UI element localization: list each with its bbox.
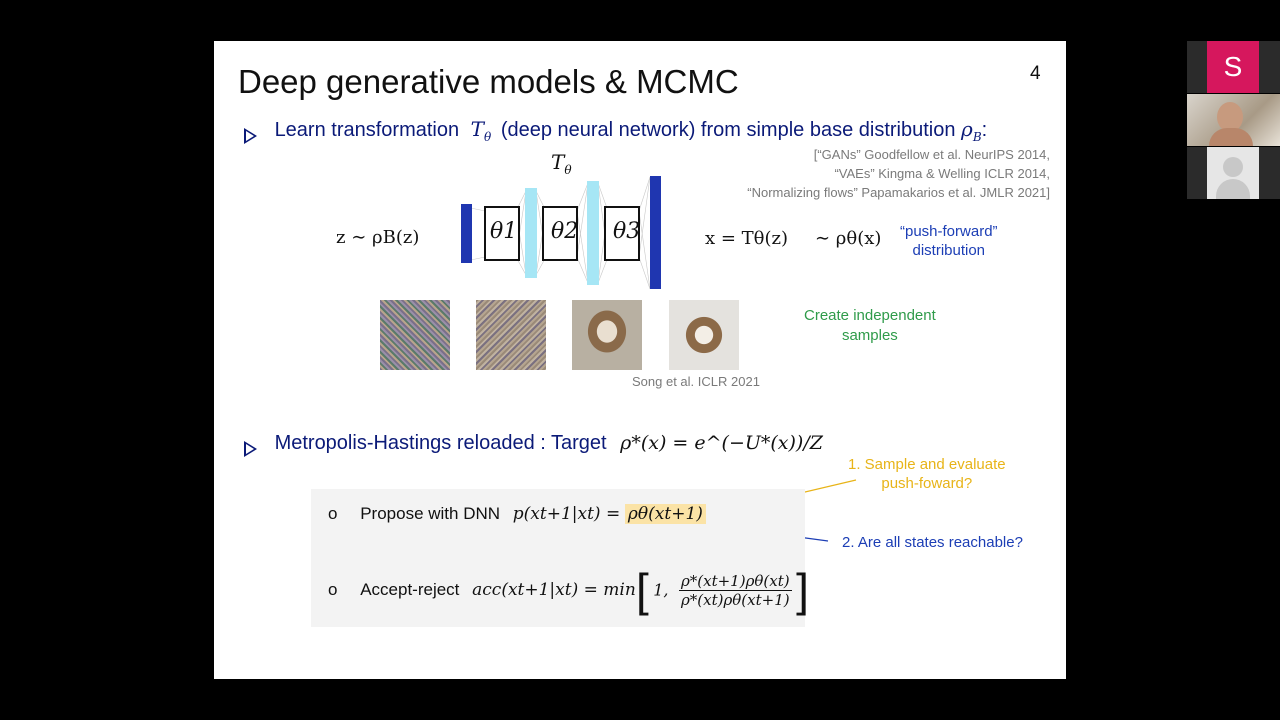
bullet-1-B: B xyxy=(972,130,982,144)
bracket-right-icon: ] xyxy=(796,564,809,616)
push-forward-line1: “push-forward” xyxy=(900,223,998,240)
item-2-math: acc(xt+1|xt) = min xyxy=(472,580,636,600)
push-forward-note: “push-forward” distribution xyxy=(900,222,998,260)
user-head-icon xyxy=(1223,157,1243,177)
fraction: ρ*(xt+1)ρθ(xt) ρ*(xt)ρθ(xt+1) xyxy=(678,571,792,609)
bullet-1-rho: ρ xyxy=(961,117,973,141)
noisy-dog-image xyxy=(476,300,546,370)
reference-line: “VAEs” Kingma & Welling ICLR 2014, xyxy=(834,166,1050,181)
item-2: o Accept-reject acc(xt+1|xt) = min xyxy=(328,580,636,600)
input-layer xyxy=(461,204,472,263)
reference-line: [“GANs” Goodfellow et al. NeurIPS 2014, xyxy=(813,147,1050,162)
participant-tile[interactable] xyxy=(1187,147,1280,199)
x-expression: x = Tθ(z) xyxy=(705,228,789,249)
bullet-2: Metropolis-Hastings reloaded : Target ρ*… xyxy=(244,432,823,457)
participant-face-icon xyxy=(1217,102,1243,132)
independent-line2: samples xyxy=(841,327,898,344)
item-1-bullet: o xyxy=(328,504,338,523)
song-reference: Song et al. ICLR 2021 xyxy=(632,374,760,389)
slide-title: Deep generative models & MCMC xyxy=(238,63,739,100)
slide: Deep generative models & MCMC 4 Learn tr… xyxy=(214,41,1066,679)
fraction-numerator: ρ*(xt+1)ρθ(xt) xyxy=(678,571,792,591)
rho-expression: ∼ ρθ(x) xyxy=(815,228,882,249)
layer-theta2: θ2 xyxy=(551,219,579,244)
item-2-one: 1, xyxy=(653,580,669,600)
reachable-note: 2. Are all states reachable? xyxy=(842,534,1023,551)
bullet-1: Learn transformation Tθ (deep neural net… xyxy=(244,117,987,144)
mh-steps-box: o Propose with DNN p(xt+1|xt) = ρθ(xt+1)… xyxy=(311,489,809,627)
participant-video-tile[interactable] xyxy=(1187,94,1280,146)
noise-sample-image xyxy=(380,300,450,370)
item-1-label: Propose with DNN xyxy=(360,504,501,523)
presenter-tile[interactable]: S xyxy=(1187,41,1280,93)
bullet-1-colon: : xyxy=(981,119,988,141)
bracket-left-icon: [ xyxy=(636,564,649,616)
reference-line: “Normalizing flows” Papamakarios et al. … xyxy=(747,185,1050,200)
independent-line1: Create independent xyxy=(804,307,936,324)
item-2-bracket-expr: [ 1, ρ*(xt+1)ρθ(xt) ρ*(xt)ρθ(xt+1) ] xyxy=(636,567,809,613)
user-body-icon xyxy=(1216,179,1250,199)
item-1: o Propose with DNN p(xt+1|xt) = ρθ(xt+1) xyxy=(328,504,706,524)
theta3-block xyxy=(604,206,640,261)
layer-theta1: θ1 xyxy=(490,219,518,244)
bullet-1-theta: θ xyxy=(484,130,492,144)
presenter-avatar: S xyxy=(1207,41,1259,93)
item-1-math: p(xt+1|xt) = xyxy=(512,504,621,524)
latent-layer-2 xyxy=(587,181,599,285)
bullet-2-text: Metropolis-Hastings reloaded : Target xyxy=(274,432,607,454)
item-2-label: Accept-reject xyxy=(360,580,460,599)
bullet-1-T: T xyxy=(470,117,485,141)
latent-layer-1 xyxy=(525,188,537,278)
dog-partial-image xyxy=(572,300,642,370)
bullet-1-rest: (deep neural network) from simple base d… xyxy=(500,119,956,141)
references: [“GANs” Goodfellow et al. NeurIPS 2014, … xyxy=(747,145,1050,202)
layer-theta3: θ3 xyxy=(613,219,641,244)
network-diagram xyxy=(461,176,661,290)
network-label-theta: θ xyxy=(564,163,572,177)
note1-line2: push-foward? xyxy=(881,475,973,492)
note1-line1: 1. Sample and evaluate xyxy=(848,456,1006,473)
item-2-bullet: o xyxy=(328,580,338,599)
fraction-denominator: ρ*(xt)ρθ(xt+1) xyxy=(680,590,790,609)
network-label: Tθ xyxy=(551,150,572,177)
bullet-1-text: Learn transformation xyxy=(274,119,460,141)
output-layer xyxy=(650,176,661,289)
participant-avatar xyxy=(1207,147,1259,199)
participant-body-icon xyxy=(1209,128,1253,146)
theta1-block xyxy=(484,206,520,261)
sample-evaluate-note: 1. Sample and evaluate push-foward? xyxy=(848,455,1006,493)
network-label-T: T xyxy=(551,150,565,174)
theta2-block xyxy=(542,206,578,261)
push-forward-line2: distribution xyxy=(912,242,986,259)
independent-samples-note: Create independent samples xyxy=(804,306,936,346)
z-expression: z ∼ ρB(z) xyxy=(336,227,420,248)
page-number: 4 xyxy=(1030,63,1041,84)
item-1-highlight: ρθ(xt+1) xyxy=(624,504,706,524)
bullet-2-math: ρ*(x) = e^(−U*(x))/Z xyxy=(620,432,823,454)
dog-clean-image xyxy=(669,300,739,370)
